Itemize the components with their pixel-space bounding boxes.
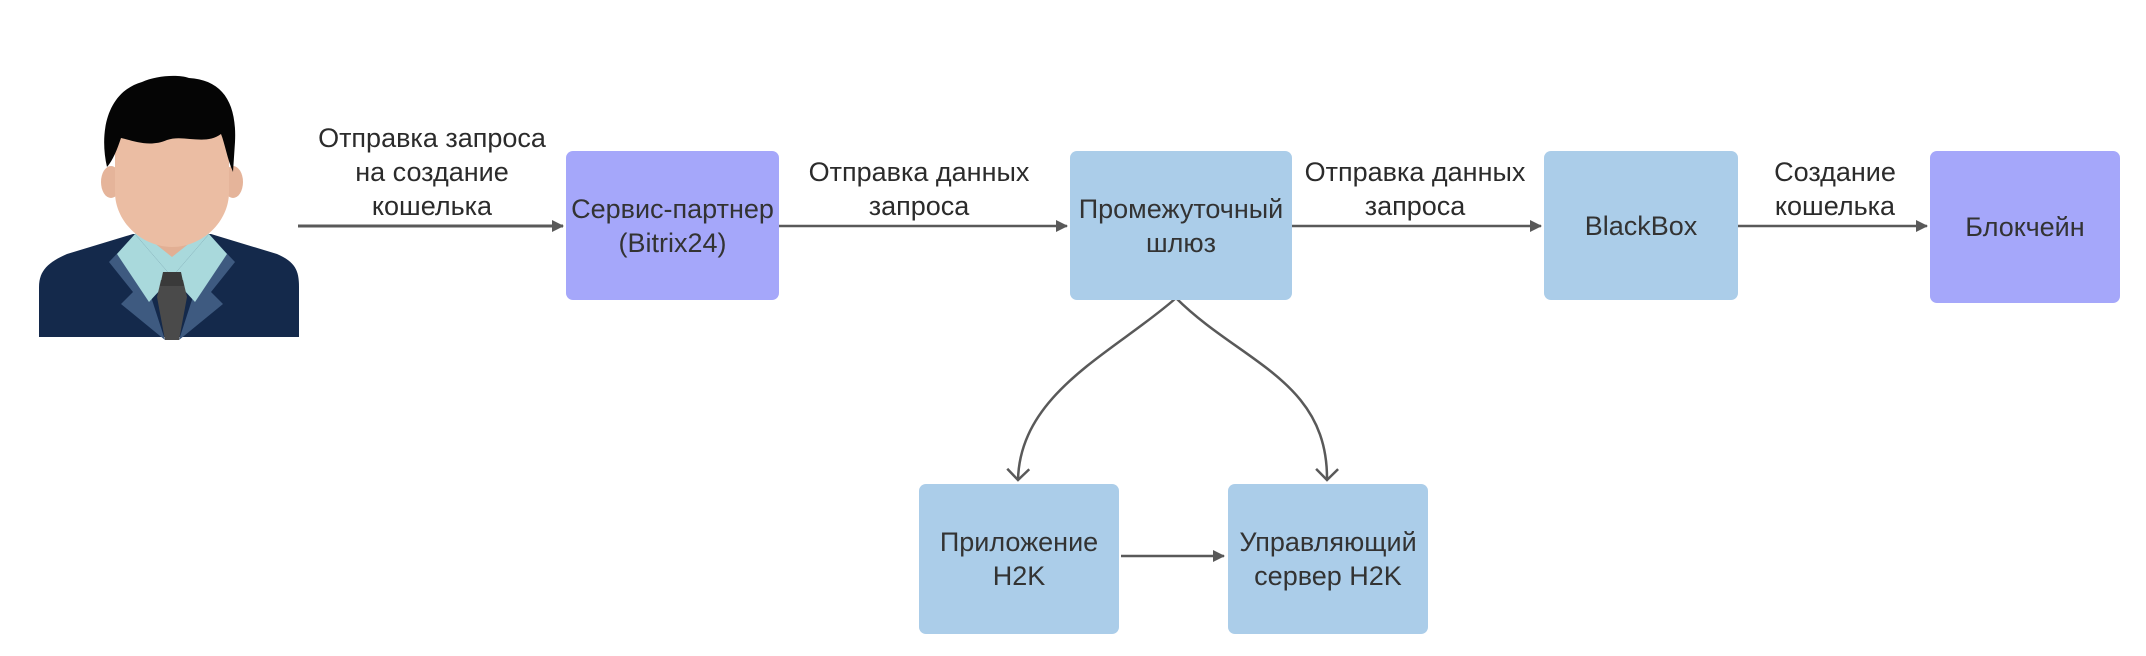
arrow-gateway-to-app xyxy=(1006,297,1177,482)
node-partner-service: Сервис-партнер (Bitrix24) xyxy=(566,151,779,300)
node-blockchain: Блокчейн xyxy=(1930,151,2120,303)
edge-label-user-to-partner: Отправка запроса на создание кошелька xyxy=(318,123,546,221)
node-h2k-server: Управляющий сервер H2K xyxy=(1228,484,1428,634)
edge-label-blackbox-to-blockchain: Создание кошелька xyxy=(1774,157,1896,221)
arrow-gateway-to-server xyxy=(1175,297,1339,482)
node-h2k-app: Приложение H2K xyxy=(919,484,1119,634)
node-gateway: Промежуточный шлюз xyxy=(1070,151,1292,300)
edge-label-gateway-to-blackbox: Отправка данных запроса xyxy=(1304,157,1526,221)
edge-label-partner-to-gateway: Отправка данных запроса xyxy=(808,157,1030,221)
node-blackbox: BlackBox xyxy=(1544,151,1738,300)
businessman-avatar-icon xyxy=(39,75,299,340)
